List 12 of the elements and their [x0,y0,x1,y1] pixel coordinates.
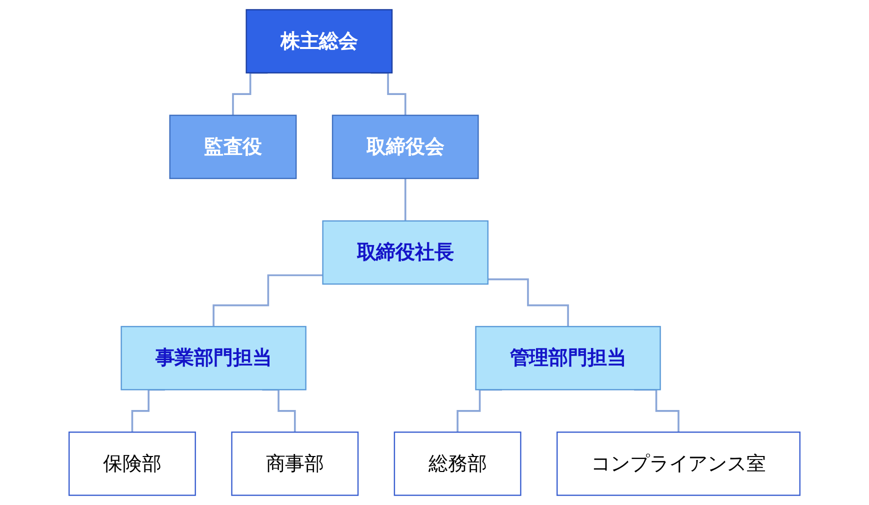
node-box: 取締役会 [332,114,479,180]
node-box: 保険部 [68,432,196,496]
node-box: 事業部門担当 [120,326,306,390]
node-box: 取締役社長 [322,220,489,285]
node-box: 総務部 [394,432,522,496]
connector [488,278,569,328]
node-box: 管理部門担当 [475,326,661,390]
connector [404,178,406,222]
connector [212,274,323,328]
node-box: コンプライアンス室 [556,432,800,496]
node-box: 監査役 [169,114,297,180]
node-box: 商事部 [231,432,359,496]
